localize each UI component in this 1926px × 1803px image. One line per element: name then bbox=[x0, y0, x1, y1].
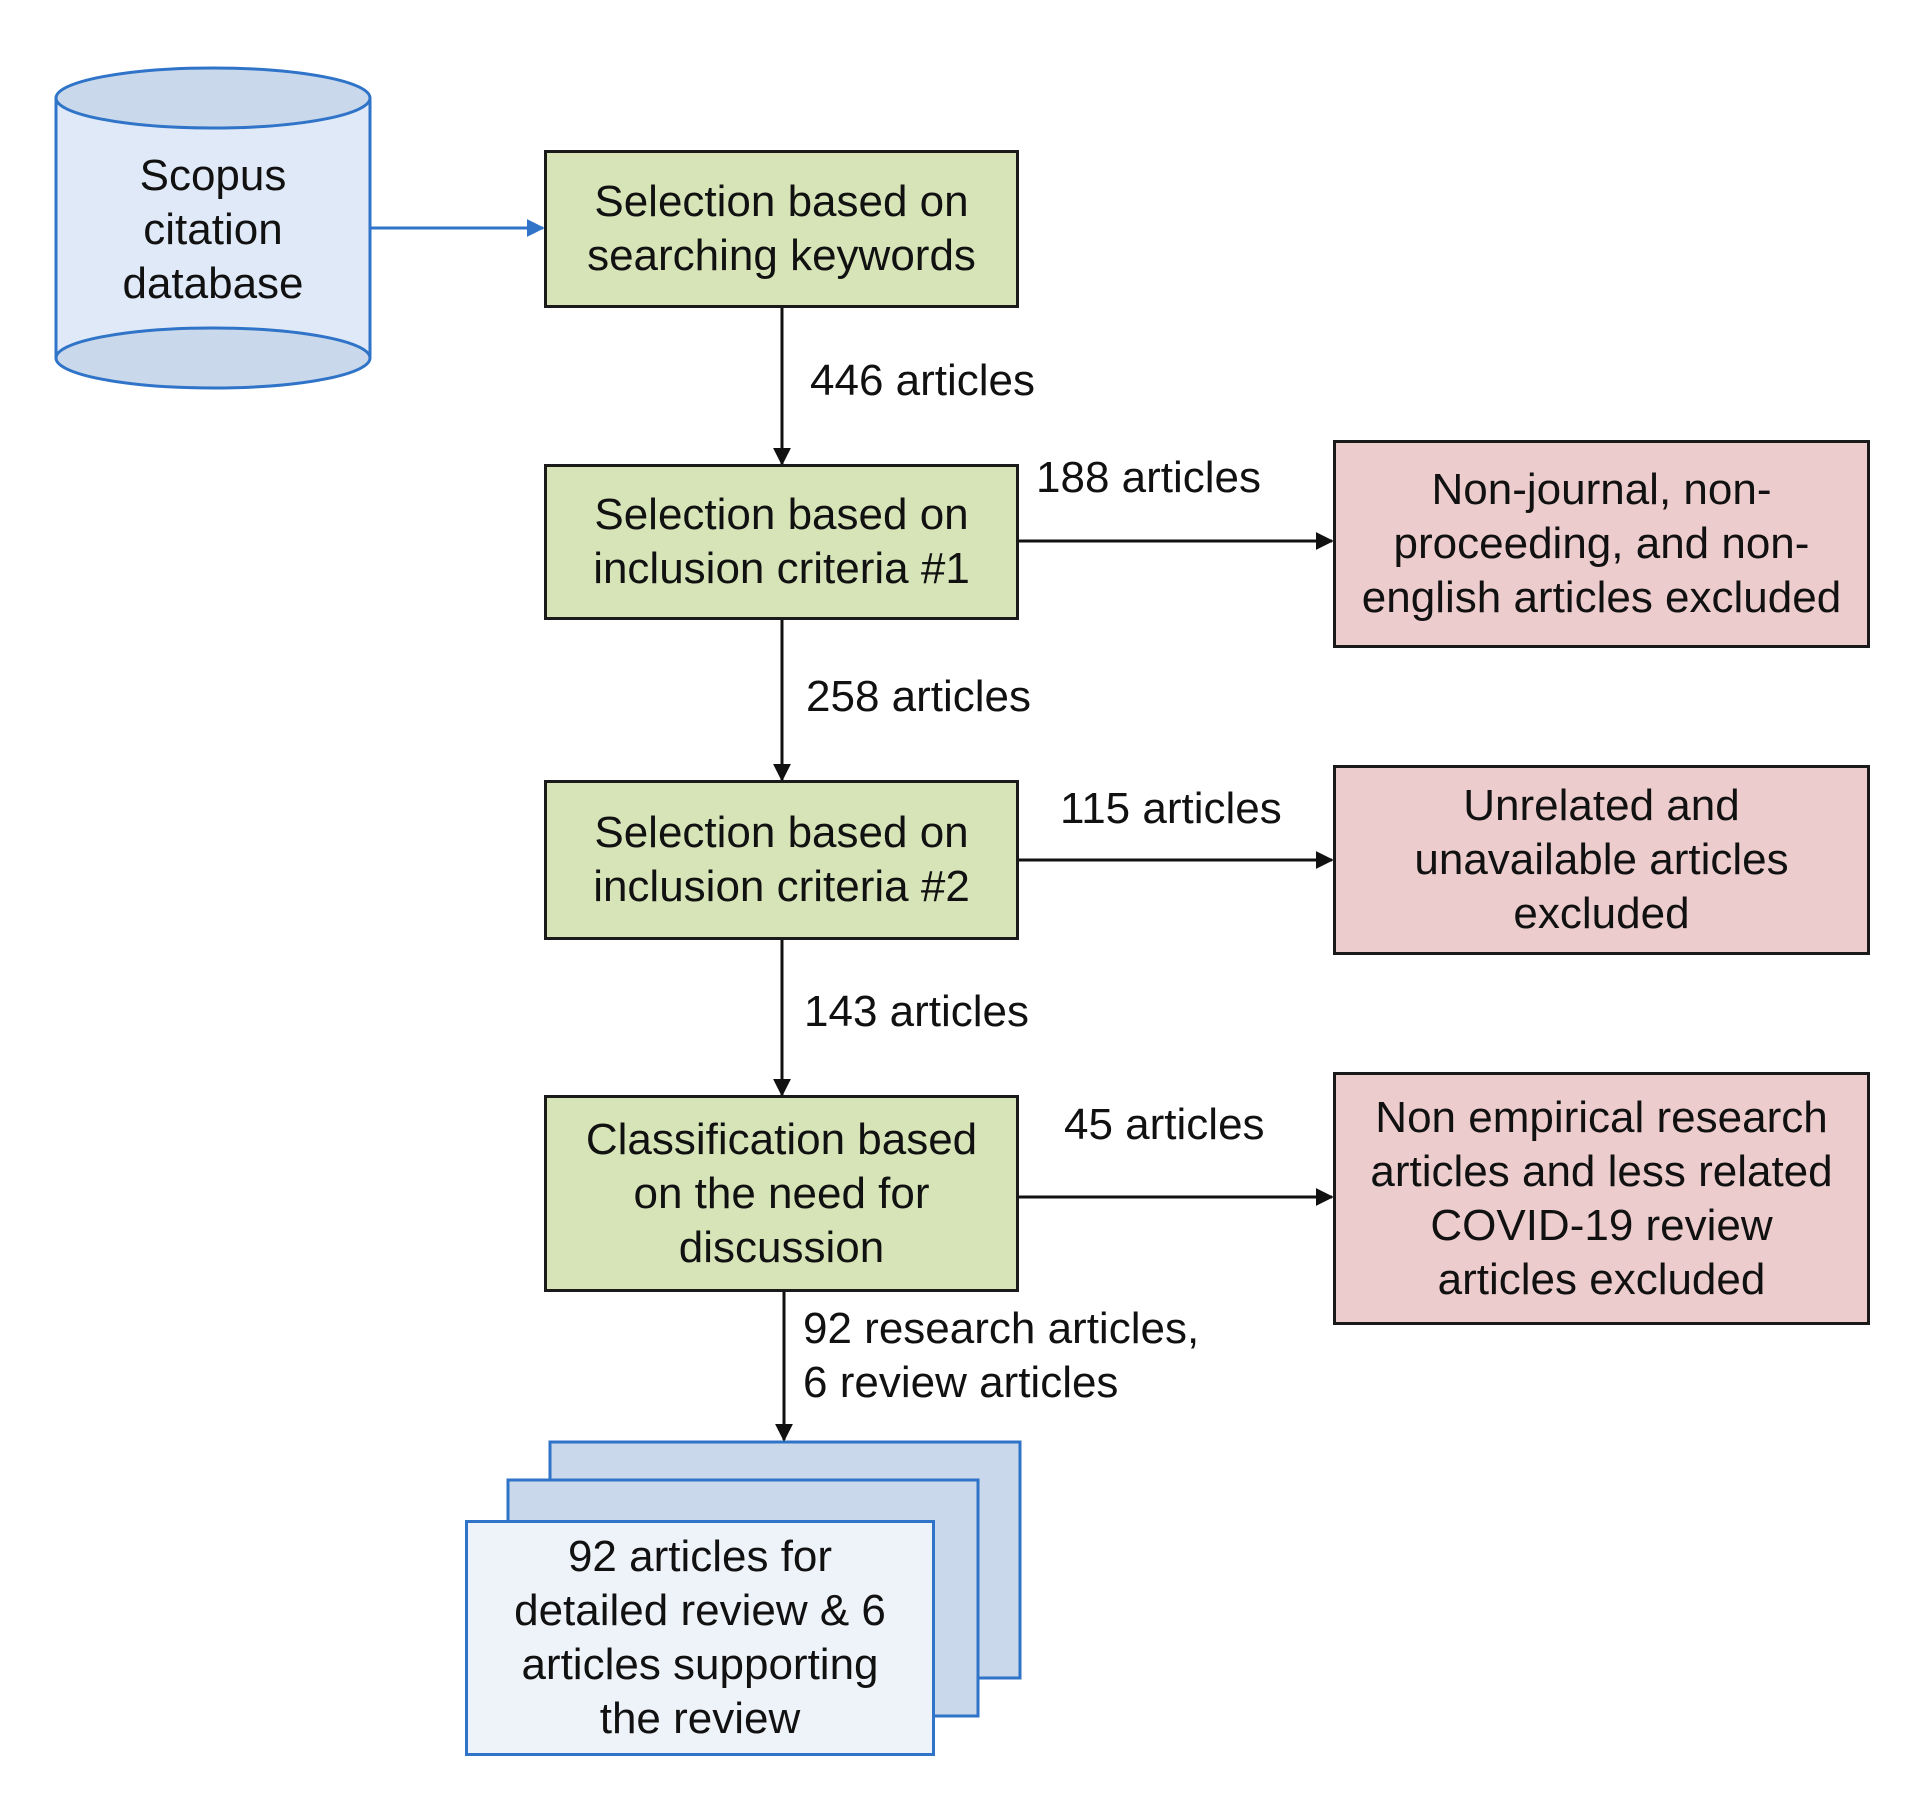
database-cylinder-icon bbox=[54, 66, 372, 390]
step-keyword-search: Selection based on searching keywords bbox=[544, 150, 1019, 308]
flow-label-258: 258 articles bbox=[806, 672, 1032, 721]
result-document: 92 articles for detailed review & 6 arti… bbox=[465, 1520, 935, 1756]
flow-label-final: 92 research articles, 6 review articles bbox=[803, 1304, 1200, 1407]
step-inclusion-criteria-1: Selection based on inclusion criteria #1 bbox=[544, 464, 1019, 620]
exclusion-label-188: 188 articles bbox=[1036, 453, 1262, 502]
excluded-box-3: Non empirical research articles and less… bbox=[1333, 1072, 1870, 1325]
excluded-box-2: Unrelated and unavailable articles exclu… bbox=[1333, 765, 1870, 955]
flow-label-446: 446 articles bbox=[810, 356, 1036, 405]
exclusion-label-115: 115 articles bbox=[1060, 784, 1282, 833]
database-label: Scopus citation database bbox=[122, 151, 304, 308]
exclusion-label-45: 45 articles bbox=[1064, 1100, 1265, 1149]
excluded-box-1: Non-journal, non- proceeding, and non- e… bbox=[1333, 440, 1870, 648]
step-classification: Classification based on the need for dis… bbox=[544, 1095, 1019, 1292]
step-inclusion-criteria-2: Selection based on inclusion criteria #2 bbox=[544, 780, 1019, 940]
flow-label-143: 143 articles bbox=[804, 987, 1030, 1036]
